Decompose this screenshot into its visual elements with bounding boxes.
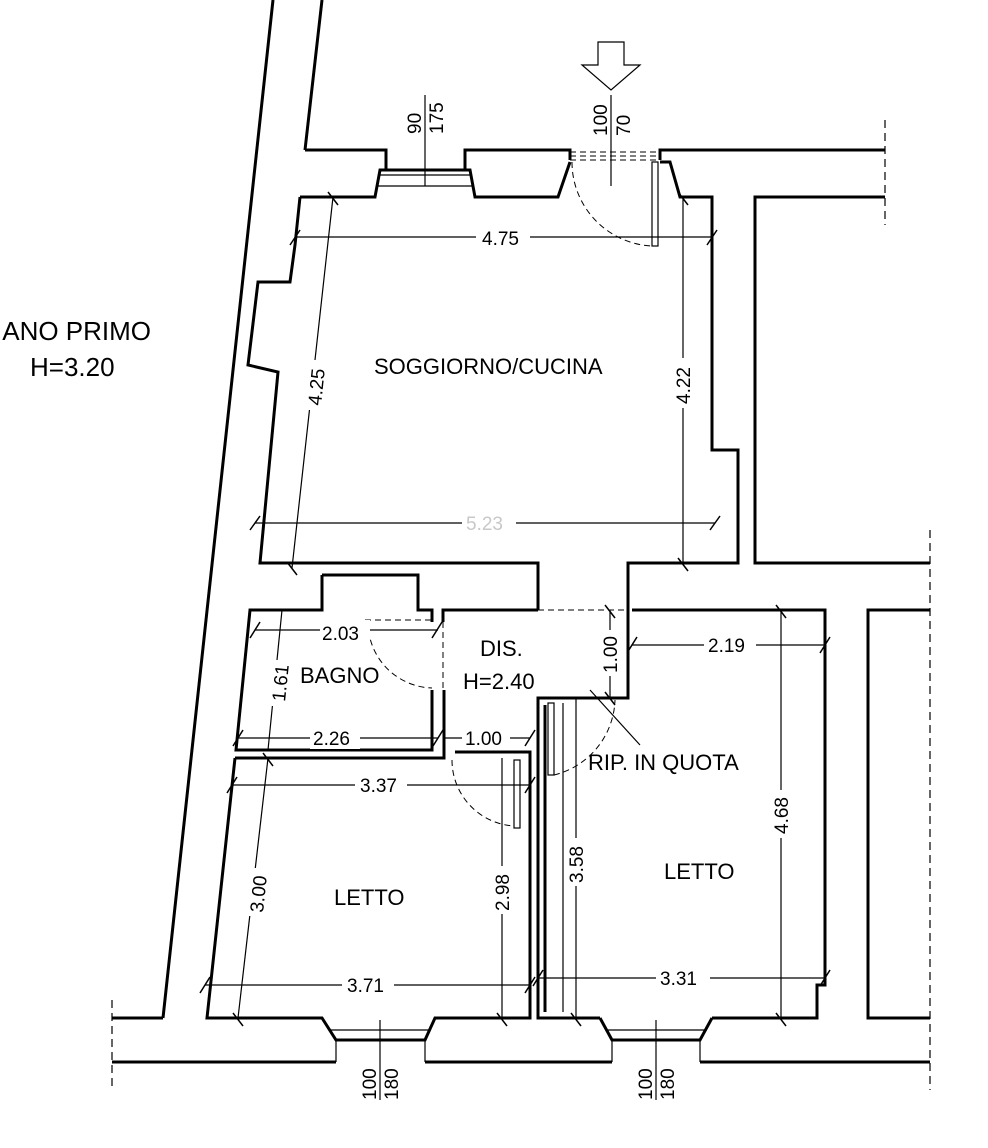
dim-sogg-right: 4.22 [674, 367, 695, 404]
dim-letto-l-right: 2.98 [493, 874, 514, 911]
dim-dis-width: 1.00 [465, 729, 502, 750]
room-label-rip: RIP. IN QUOTA [588, 750, 739, 775]
window-bl-height: 100 [360, 1068, 381, 1100]
exterior-walls [111, 0, 931, 1090]
dim-sogg-left: 4.25 [305, 368, 330, 407]
floor-title: IANO PRIMO [0, 316, 151, 346]
letto-left-walls [205, 757, 714, 1062]
window-top-height: 90 [405, 113, 426, 134]
dim-dis-height: 1.00 [601, 636, 622, 673]
window-br-height: 100 [636, 1068, 657, 1100]
room-label-dis: DIS. [480, 636, 523, 661]
dim-letto-l-left: 3.00 [247, 875, 272, 914]
dim-letto-r-bottom: 3.31 [660, 969, 697, 990]
dimension-labels: 4.75 5.23 4.25 4.22 2.03 2.26 1.61 1.00 … [245, 225, 793, 997]
dimension-ticks [199, 191, 831, 1027]
opening-labels: 90 175 100 70 100 180 100 180 [360, 102, 679, 1100]
room-label-dis-height: H=2.40 [463, 669, 535, 694]
dim-sogg-bottom: 5.23 [466, 514, 503, 535]
dim-letto-l-bottom: 3.71 [347, 976, 384, 997]
dim-letto-r-left: 3.58 [567, 846, 588, 883]
room-label-letto-left: LETTO [334, 885, 405, 910]
floor-height: H=3.20 [30, 352, 115, 382]
window-br-width: 180 [658, 1068, 679, 1100]
room-label-letto-right: LETTO [664, 859, 735, 884]
dim-sogg-top: 4.75 [482, 229, 519, 250]
room-label-bagno: BAGNO [300, 663, 379, 688]
soggiorno-walls [246, 41, 740, 610]
door-entry-height: 100 [591, 104, 612, 136]
dim-bagno-top: 2.03 [322, 624, 359, 645]
door-entry-width: 70 [614, 115, 635, 136]
dim-bagno-height: 1.61 [269, 664, 294, 703]
room-label-soggiorno: SOGGIORNO/CUCINA [374, 354, 603, 379]
window-bl-width: 180 [382, 1068, 403, 1100]
dim-letto-r-right: 4.68 [772, 797, 793, 834]
window-top-width: 175 [427, 102, 448, 134]
dim-letto-l-top: 3.37 [360, 776, 397, 797]
dim-bagno-bottom: 2.26 [313, 729, 350, 750]
dim-letto-r-top: 2.19 [708, 636, 745, 657]
